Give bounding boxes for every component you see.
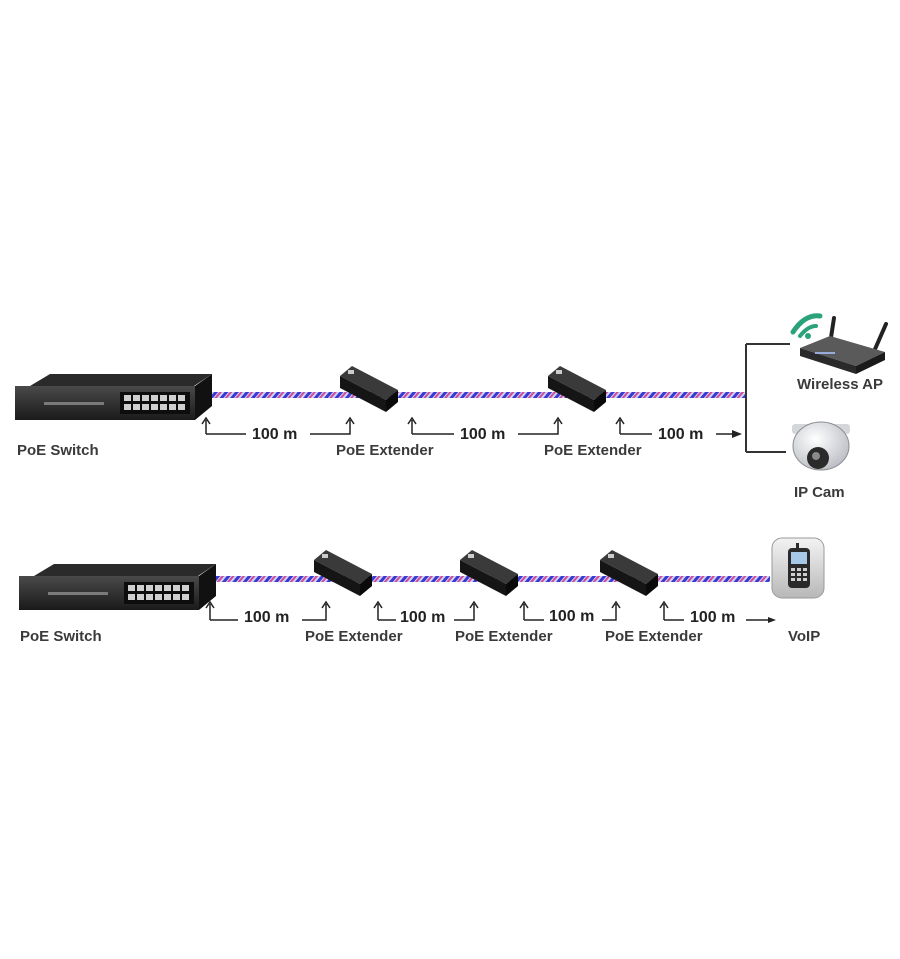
- endpoint-label: Wireless AP: [797, 376, 883, 393]
- distance-bracket: [659, 600, 770, 621]
- poe-switch-icon: [19, 564, 216, 610]
- distance-bracket: [373, 600, 479, 621]
- distance-label: 100 m: [400, 609, 445, 626]
- ip-camera-icon: [792, 421, 850, 471]
- poe-extender-icon: [548, 366, 606, 412]
- distance-bracket: [519, 600, 621, 621]
- poe-extender-icon: [460, 550, 518, 596]
- wireless-ap-icon: [790, 313, 888, 374]
- voip-phone-icon: [771, 537, 825, 599]
- arrow-right-icon: [732, 430, 742, 438]
- distance-label: 100 m: [690, 609, 735, 626]
- distance-bracket: [201, 416, 355, 435]
- extender-label: PoE Extender: [544, 442, 642, 459]
- switch-label: PoE Switch: [20, 628, 102, 645]
- distance-bracket: [205, 600, 331, 621]
- poe-extender-icon: [340, 366, 398, 412]
- distance-label: 100 m: [244, 609, 289, 626]
- arrow-right-icon: [768, 617, 776, 623]
- extender-label: PoE Extender: [605, 628, 703, 645]
- endpoint-label: VoIP: [788, 628, 820, 645]
- poe-extender-icon: [600, 550, 658, 596]
- extender-label: PoE Extender: [455, 628, 553, 645]
- poe-extender-icon: [314, 550, 372, 596]
- extender-label: PoE Extender: [336, 442, 434, 459]
- endpoint-label: IP Cam: [794, 484, 845, 501]
- distance-label: 100 m: [460, 426, 505, 443]
- row-2: PoE Switch PoE Extender PoE Extender PoE…: [19, 537, 825, 645]
- distance-label: 100 m: [252, 426, 297, 443]
- poe-switch-icon: [15, 374, 212, 420]
- extender-label: PoE Extender: [305, 628, 403, 645]
- distance-label: 100 m: [549, 608, 594, 625]
- distance-label: 100 m: [658, 426, 703, 443]
- distance-bracket: [407, 416, 563, 435]
- row-1: PoE Switch PoE Extender PoE Extender 100…: [15, 313, 888, 501]
- cable: [208, 392, 746, 398]
- split-connector: [745, 343, 790, 453]
- switch-label: PoE Switch: [17, 442, 99, 459]
